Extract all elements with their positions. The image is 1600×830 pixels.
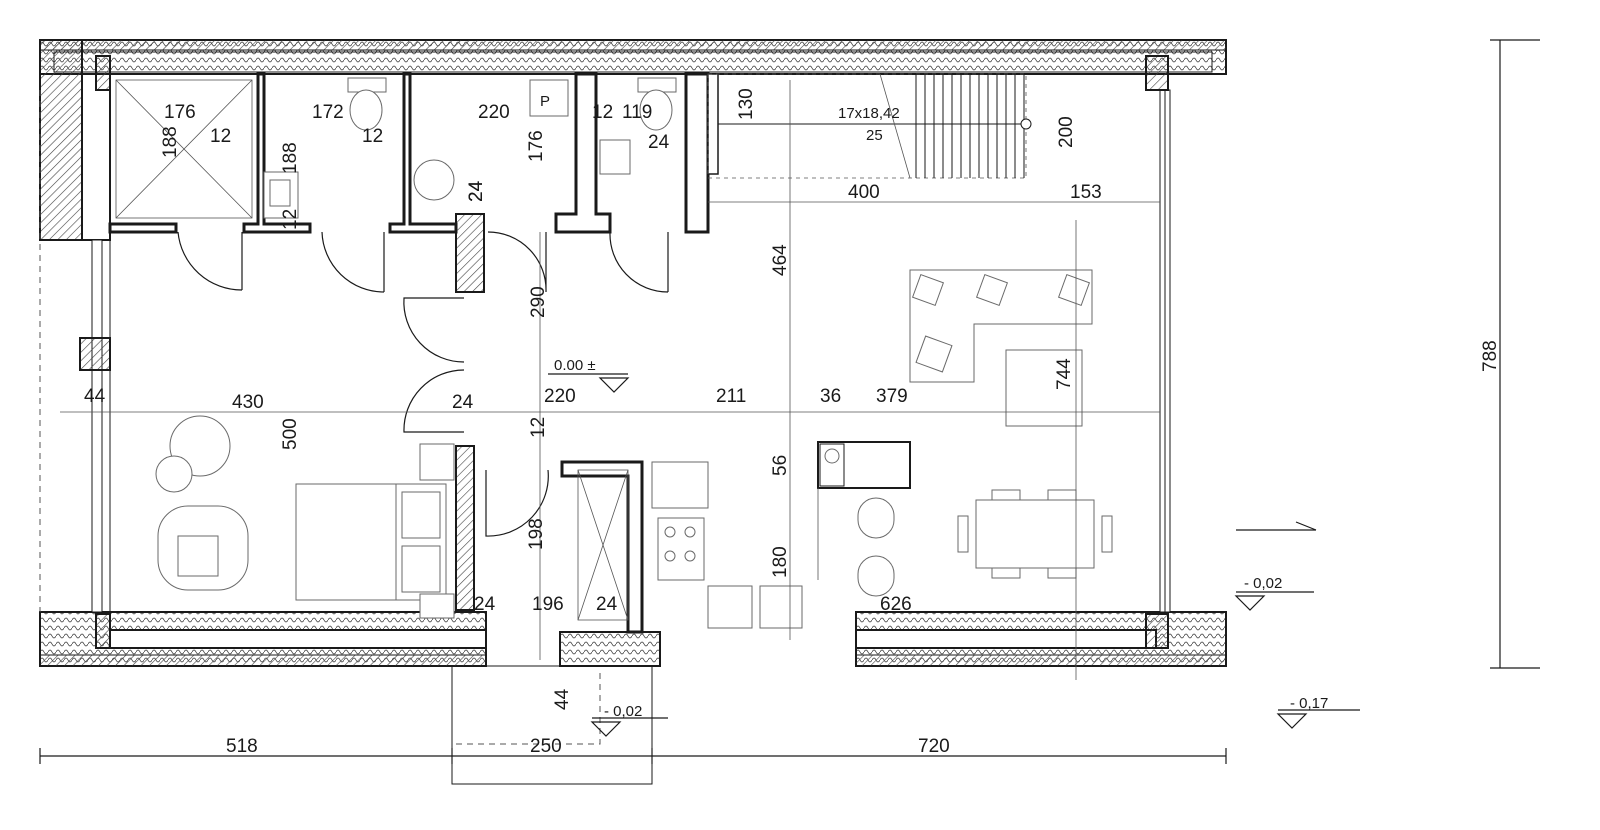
dim-bottom-2: 250 [530, 736, 562, 757]
dim-mid-6: 430 [232, 392, 264, 413]
dim-mid-3: 24 [466, 180, 487, 202]
dim-mid-2: 464 [770, 244, 791, 276]
dim-top-1: 12 [210, 126, 231, 147]
dim-mid-15: 56 [770, 455, 791, 476]
dim-mid-14: 12 [528, 417, 549, 438]
dim-mid-18: 24 [474, 594, 496, 615]
dim-mid-0: 400 [848, 182, 880, 203]
dim-bottom-0: 44 [552, 688, 573, 710]
dim-top-13: 130 [736, 88, 757, 120]
dim-bottom-3: 720 [918, 736, 950, 757]
level-entrance: - 0,02 [604, 703, 642, 720]
level-terrace: - 0,02 [1244, 575, 1282, 592]
dim-mid-5: 44 [84, 386, 106, 407]
dim-top-4: 188 [280, 142, 301, 174]
dim-mid-11: 36 [820, 386, 841, 407]
dim-top-6: 12 [280, 209, 301, 230]
dim-top-5: 12 [362, 126, 383, 147]
dim-top-8: 176 [526, 130, 547, 162]
dim-mid-8: 24 [452, 392, 474, 413]
dim-mid-12: 379 [876, 386, 908, 407]
dim-mid-16: 198 [526, 518, 547, 550]
dim-top-0: 176 [164, 102, 196, 123]
dim-mid-10: 211 [716, 386, 746, 407]
dim-top-2: 188 [160, 126, 181, 158]
dim-top-14: 200 [1056, 116, 1077, 148]
dim-mid-1: 153 [1070, 182, 1102, 203]
stair-count: 25 [866, 127, 883, 144]
dim-mid-13: 744 [1054, 358, 1075, 390]
dim-mid-21: 626 [880, 594, 912, 615]
dim-overall-height: 788 [1480, 340, 1501, 372]
dim-top-11: 119 [622, 102, 652, 123]
dim-top-3: 172 [312, 102, 344, 123]
dim-top-10: 12 [592, 102, 613, 123]
dim-mid-9: 220 [544, 386, 576, 407]
dim-mid-20: 24 [596, 594, 618, 615]
dim-mid-19: 196 [532, 594, 564, 615]
dim-mid-4: 290 [528, 286, 549, 318]
dim-top-12: 24 [648, 132, 670, 153]
dim-bottom-1: 518 [226, 736, 258, 757]
dim-mid-7: 500 [280, 418, 301, 450]
dim-top-7: 220 [478, 102, 510, 123]
level-ground: - 0,17 [1290, 695, 1328, 712]
stair-formula: 17x18,42 [838, 105, 900, 122]
dim-mid-17: 180 [770, 546, 791, 578]
level-main: 0.00 ± [554, 357, 596, 374]
drain-symbol-label: P [540, 93, 550, 110]
